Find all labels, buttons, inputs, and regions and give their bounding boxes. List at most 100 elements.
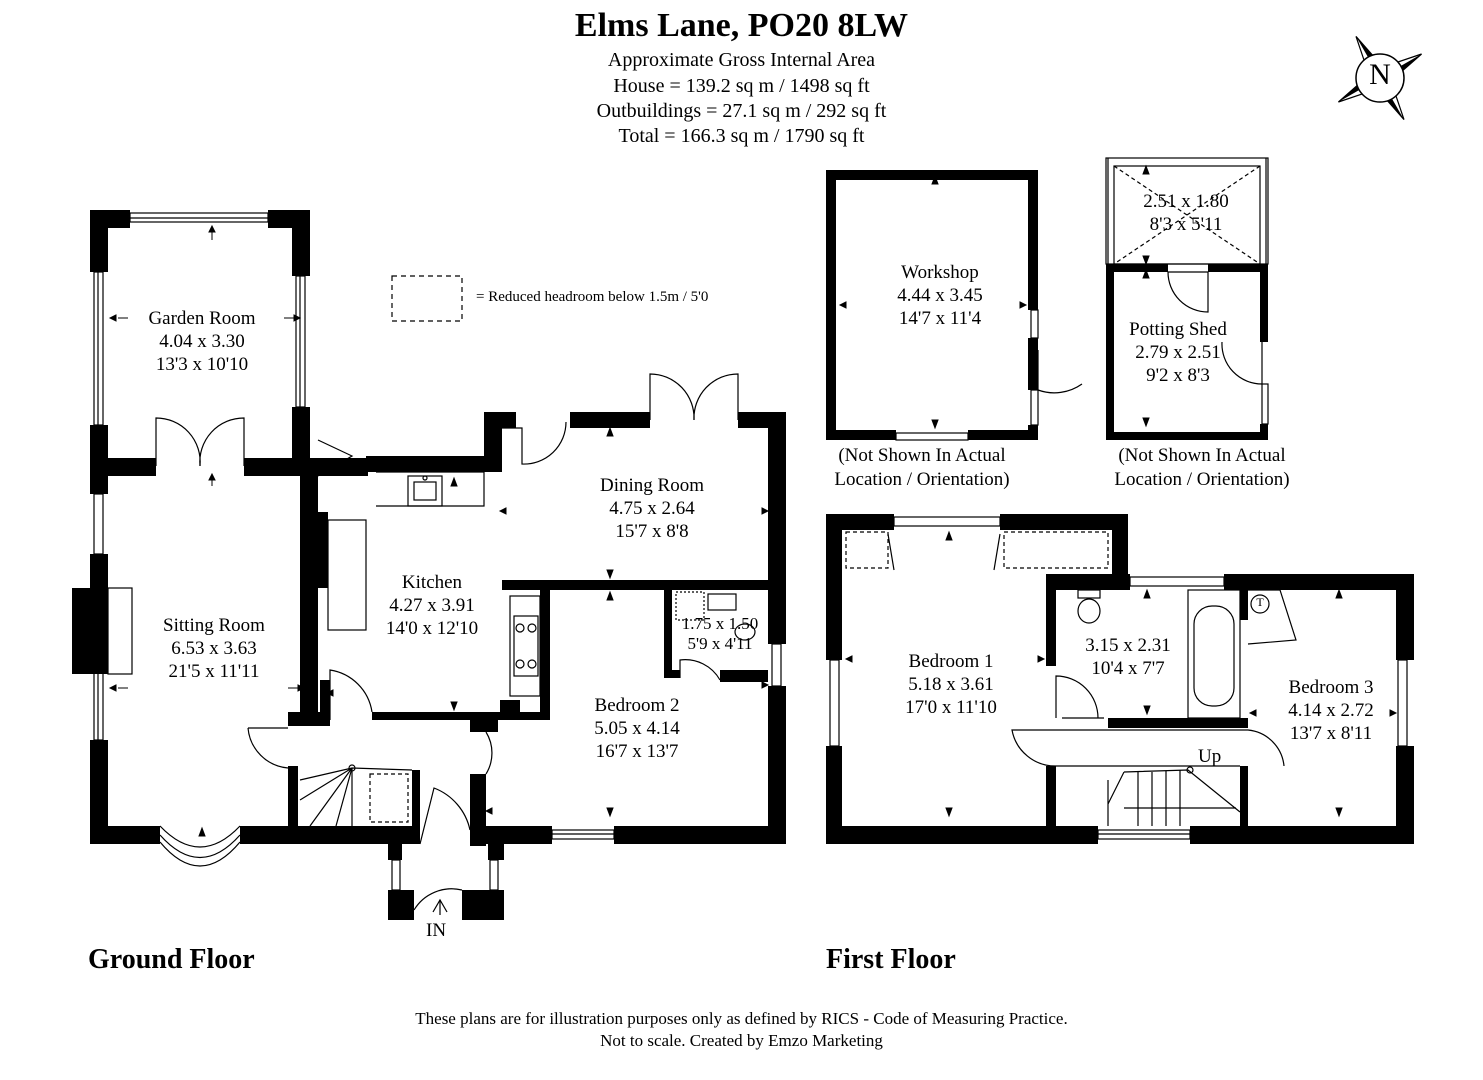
wall [300,472,318,512]
wall [1000,514,1128,530]
room-name: Potting Shed [1129,319,1227,340]
wall [288,712,330,726]
wall [826,170,836,438]
room-imperial: 17'0 x 11'10 [905,697,997,719]
wall [372,712,550,720]
room-imperial: 16'7 x 13'7 [595,741,679,763]
wall [300,588,318,712]
wall [388,844,402,860]
room-metric: 6.53 x 3.63 [171,638,257,660]
wall [826,826,1098,844]
room-metric: 4.44 x 3.45 [897,285,983,307]
note-line: Location / Orientation) [1114,468,1290,490]
wall [1240,574,1248,620]
room-bedroom-2: Bedroom 2 5.05 x 4.14 16'7 x 13'7 [594,694,680,764]
room-workshop: Workshop 4.44 x 3.45 14'7 x 11'4 [897,261,983,331]
room-name: Bedroom 2 [594,695,680,716]
wall [1396,746,1414,844]
wall [768,686,786,844]
wall [470,720,498,732]
wall [826,514,894,530]
room-metric: 5.18 x 3.61 [908,674,994,696]
wall [244,458,310,476]
room-imperial: 5'9 x 4'11 [687,633,753,653]
wall [1260,264,1268,342]
wall [540,580,550,718]
headroom-legend: = Reduced headroom below 1.5m / 5'0 [476,289,709,305]
wall [320,680,330,720]
wall [90,826,160,844]
page-title: Elms Lane, PO20 8LW [574,7,909,44]
wall [502,580,786,590]
room-metric: 2.51 x 1.80 [1143,191,1229,212]
compass-letter: N [1369,58,1391,91]
first-floor-label: First Floor [826,944,956,975]
room-sitting-room: Sitting Room 6.53 x 3.63 21'5 x 11'11 [163,614,265,684]
room-metric: 1.75 x 1.50 [681,614,759,633]
wall [488,844,504,860]
room-metric: 4.27 x 3.91 [389,595,475,617]
room-metric: 3.15 x 2.31 [1085,635,1171,656]
house-area: House = 139.2 sq m / 1498 sq ft [613,75,870,97]
wall [90,458,156,476]
wall [664,590,672,678]
room-imperial: 8'3 x 5'11 [1149,214,1223,236]
wall [1106,432,1268,440]
area-heading: Approximate Gross Internal Area [607,49,876,71]
wall [1106,264,1114,440]
room-imperial: 14'0 x 12'10 [385,618,479,640]
wall [1240,766,1248,844]
room-name: Garden Room [148,308,256,329]
wall [500,700,520,720]
wall [470,826,552,844]
entrance-label: IN [426,920,447,941]
room-garden-room: Garden Room 4.04 x 3.30 13'3 x 10'10 [148,307,255,377]
room-kitchen: Kitchen 4.27 x 3.91 14'0 x 12'10 [386,571,478,641]
room-dining-room: Dining Room 4.75 x 2.64 15'7 x 8'8 [600,474,704,544]
total-area: Total = 166.3 sq m / 1790 sq ft [618,125,865,147]
wall [1224,574,1414,590]
room-name: Bedroom 3 [1288,677,1374,698]
workshop-location-note: (Not Shown In Actual Location / Orientat… [834,444,1009,492]
wall [826,514,842,660]
wall [1208,264,1268,272]
ground-floor-label: Ground Floor [88,944,255,975]
disclaimer-line-2: Not to scale. Created by Emzo Marketing [600,1031,883,1050]
room-imperial: 14'7 x 11'4 [898,308,982,330]
room-imperial: 13'7 x 8'11 [1289,723,1373,745]
wall [1046,766,1056,844]
wall [1028,170,1038,310]
wall [292,407,310,472]
wall [768,412,786,644]
wall [462,890,504,920]
wall [1112,514,1128,590]
wall [90,740,108,844]
room-name: Dining Room [600,475,704,496]
chimney-breast [72,588,108,674]
wall [1046,574,1130,590]
room-name: Bedroom 1 [908,651,994,672]
wall [288,766,298,844]
wall [1106,264,1168,272]
room-metric: 2.79 x 2.51 [1135,342,1221,364]
room-metric: 4.75 x 2.64 [609,498,695,520]
wall [720,670,768,682]
wall [826,170,1038,180]
room-store: 2.51 x 1.80 8'3 x 5'11 [1143,190,1229,236]
room-imperial: 15'7 x 8'8 [615,521,689,543]
wall [412,770,420,844]
disclaimer-line-1: These plans are for illustration purpose… [415,1009,1068,1028]
wall [1190,826,1414,844]
compass-icon [1338,36,1422,120]
wall [1046,574,1056,666]
wall [90,476,108,494]
wall [240,826,420,844]
wall [484,412,516,428]
room-name: Sitting Room [163,615,265,636]
room-ensuite: 1.75 x 1.50 5'9 x 4'11 [682,614,759,653]
room-metric: 4.14 x 2.72 [1288,700,1374,722]
room-potting-shed: Potting Shed 2.79 x 2.51 9'2 x 8'3 [1129,318,1227,388]
room-imperial: 21'5 x 11'11 [168,661,260,683]
note-line: (Not Shown In Actual [1118,445,1286,466]
